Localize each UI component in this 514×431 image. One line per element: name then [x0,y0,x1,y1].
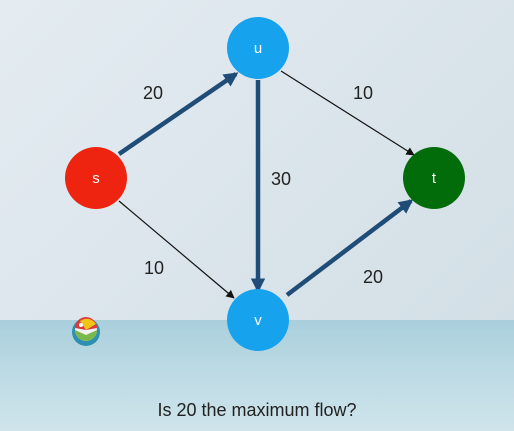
node-s: s [65,147,127,209]
node-u-label: u [254,40,262,57]
node-v-circle [227,289,289,351]
edge-v-t [285,199,414,297]
edge-s-v [118,200,235,299]
edge-label-u-v: 30 [271,169,291,189]
caption: Is 20 the maximum flow? [157,400,357,420]
edge-s-u [117,72,239,156]
decorative-logo-icon [72,317,100,346]
edge-u-t [280,70,415,156]
node-v: v [227,289,289,351]
edge-label-s-u: 20 [143,83,163,103]
node-t-circle [403,147,465,209]
node-s-label: s [92,170,100,187]
edge-label-v-t: 20 [363,267,383,287]
node-t: t [403,147,465,209]
node-u-circle [227,17,289,79]
node-u: u [227,17,289,79]
node-v-label: v [254,312,262,329]
edge-label-s-v: 10 [144,258,164,278]
node-t-label: t [432,170,437,187]
edge-label-u-t: 10 [353,83,373,103]
node-s-circle [65,147,127,209]
